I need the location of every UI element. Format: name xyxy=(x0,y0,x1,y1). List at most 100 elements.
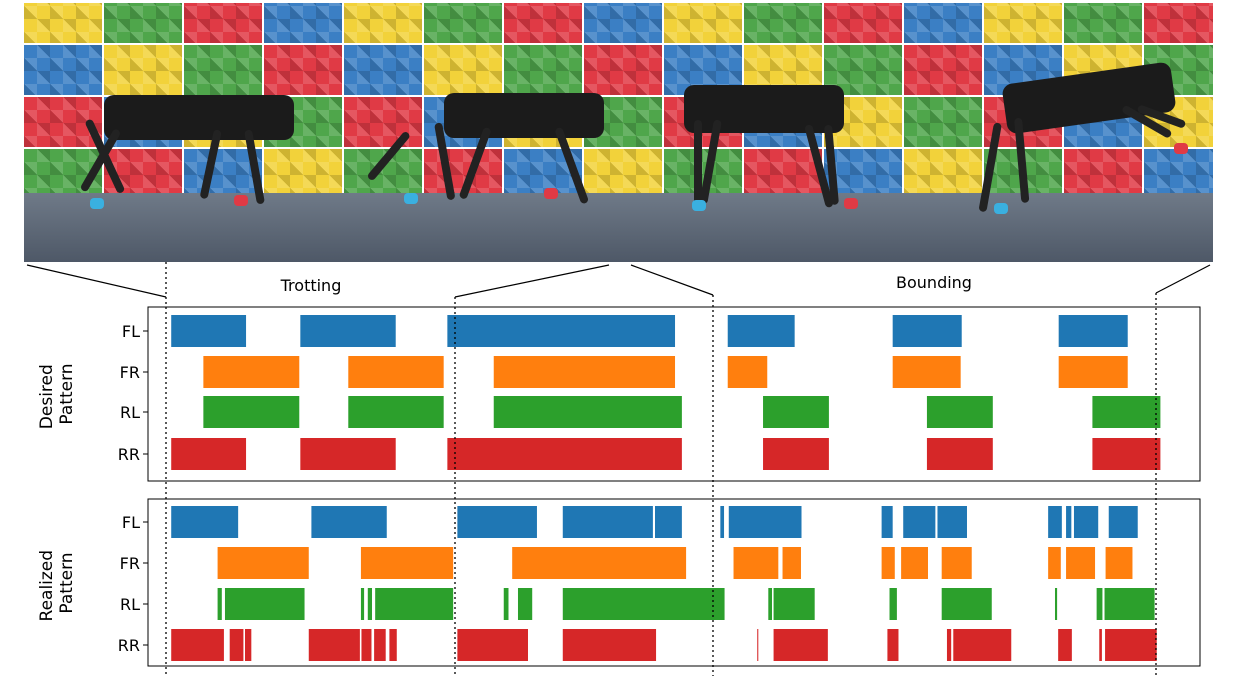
contact-bar xyxy=(1054,588,1058,620)
contact-bar xyxy=(493,396,682,428)
robot-bound-1 xyxy=(654,85,874,215)
contact-bar xyxy=(1105,629,1157,661)
foam-tile xyxy=(184,3,262,43)
bounding-label: Bounding xyxy=(896,273,972,292)
zoom-line xyxy=(454,264,610,298)
foam-tile xyxy=(184,45,262,95)
contact-bar xyxy=(224,588,305,620)
contact-bar xyxy=(562,588,725,620)
desired-ylabel: Desired Pattern xyxy=(37,359,77,429)
robot-trot-2 xyxy=(366,93,604,218)
contact-bar xyxy=(503,588,509,620)
contact-bar xyxy=(171,629,224,661)
foot-marker xyxy=(234,195,248,206)
foam-tile xyxy=(904,97,982,147)
contact-bar xyxy=(773,588,815,620)
contact-bar xyxy=(375,588,454,620)
foam-tile xyxy=(1064,149,1142,199)
foam-tile xyxy=(104,45,182,95)
row-label-rl: RL xyxy=(120,595,140,614)
contact-bar xyxy=(457,629,528,661)
zoom-line xyxy=(630,264,714,296)
contact-bar xyxy=(1058,629,1072,661)
contact-bar xyxy=(926,438,993,470)
foam-tile xyxy=(664,3,742,43)
contact-bar xyxy=(768,588,772,620)
foam-tile xyxy=(264,45,342,95)
contact-bar xyxy=(1105,547,1133,579)
foam-tile xyxy=(1144,149,1213,199)
foam-tile xyxy=(264,3,342,43)
foam-tile xyxy=(344,45,422,95)
contact-bar xyxy=(300,315,396,347)
contact-bar xyxy=(892,315,962,347)
contact-bar xyxy=(348,396,444,428)
contact-bar xyxy=(728,506,802,538)
desired-frame xyxy=(147,306,1201,482)
foam-tile xyxy=(584,149,662,199)
floor xyxy=(24,193,1213,262)
foam-tile xyxy=(984,3,1062,43)
contact-bar xyxy=(562,506,653,538)
row-label-rr: RR xyxy=(118,445,140,464)
contact-bar xyxy=(1108,506,1138,538)
contact-bar xyxy=(311,506,387,538)
foam-tile xyxy=(1064,3,1142,43)
contact-bar xyxy=(374,629,386,661)
contact-bar xyxy=(1066,547,1096,579)
contact-bar xyxy=(308,629,360,661)
contact-bar xyxy=(360,588,365,620)
contact-bar xyxy=(782,547,801,579)
zoom-line xyxy=(1155,264,1211,294)
contact-bar xyxy=(937,506,967,538)
contact-bar xyxy=(457,506,537,538)
contact-bar xyxy=(881,547,895,579)
contact-bar xyxy=(389,629,397,661)
row-label-fr: FR xyxy=(120,363,140,382)
foam-tile xyxy=(344,3,422,43)
foot-marker xyxy=(692,200,706,211)
contact-bar xyxy=(1048,547,1061,579)
contact-bar xyxy=(655,506,682,538)
contact-bar xyxy=(763,396,829,428)
foam-tile xyxy=(424,45,502,95)
contact-bar xyxy=(203,396,300,428)
contact-bar xyxy=(361,629,372,661)
contact-bar xyxy=(1092,396,1161,428)
foam-tile xyxy=(344,97,422,147)
foam-tile xyxy=(104,3,182,43)
contact-bar xyxy=(889,588,897,620)
robot-bound-2 xyxy=(944,61,1188,214)
foam-tile xyxy=(344,149,422,199)
contact-bar xyxy=(171,506,239,538)
contact-bar xyxy=(244,629,252,661)
contact-bar xyxy=(773,629,828,661)
trotting-label: Trotting xyxy=(280,276,342,295)
contact-bar xyxy=(1048,506,1062,538)
robot-trot-1 xyxy=(54,95,294,215)
foam-tile xyxy=(744,3,822,43)
foam-tile xyxy=(904,45,982,95)
contact-bar xyxy=(512,547,687,579)
contact-bar xyxy=(300,438,396,470)
foam-tile xyxy=(584,45,662,95)
foam-tile xyxy=(904,149,982,199)
contact-bar xyxy=(229,629,244,661)
foam-tile xyxy=(584,3,662,43)
foot-marker xyxy=(544,188,558,199)
contact-bar xyxy=(348,356,444,388)
contact-bar xyxy=(1092,438,1161,470)
contact-bar xyxy=(1066,506,1072,538)
contact-bar xyxy=(360,547,454,579)
row-label-fl: FL xyxy=(122,322,140,341)
row-label-rl: RL xyxy=(120,403,140,422)
row-label-fl: FL xyxy=(122,513,140,532)
foam-tile xyxy=(824,149,902,199)
contact-bar xyxy=(901,547,928,579)
contact-bar xyxy=(217,547,309,579)
contact-bar xyxy=(203,356,300,388)
contact-bar xyxy=(217,588,222,620)
contact-bar xyxy=(562,629,657,661)
foot-marker xyxy=(90,198,104,209)
